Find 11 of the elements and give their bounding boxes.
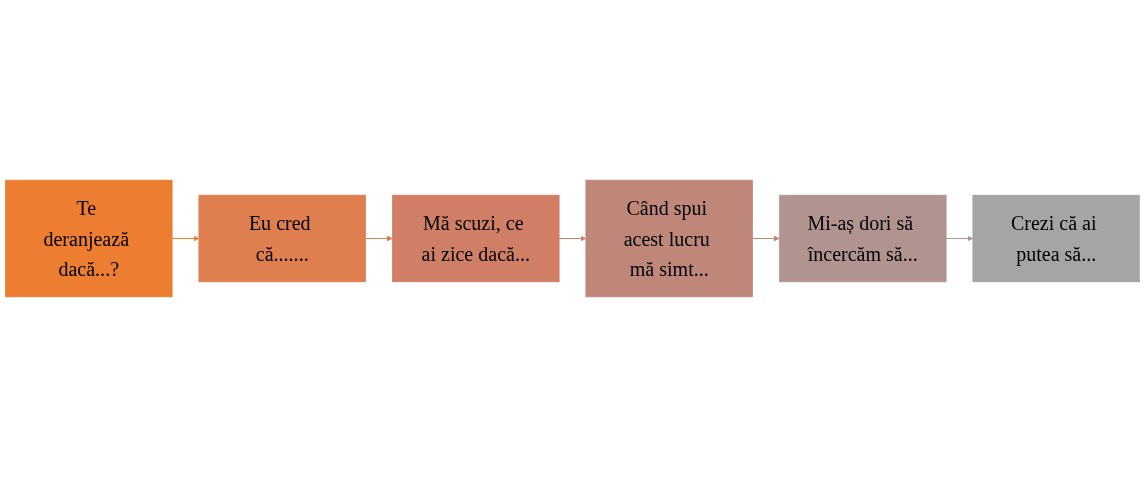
arrow [558, 235, 587, 242]
node-box: Mi-aș dori să încercăm să... [779, 194, 947, 283]
node-box: Crezi că ai putea să... [972, 194, 1140, 283]
node-box: Când spui acest lucru mă simt... [585, 179, 753, 298]
arrow [945, 235, 974, 242]
arrow [171, 235, 200, 242]
node-box: Mă scuzi, ce ai zice dacă... [392, 194, 560, 283]
arrow [365, 235, 393, 242]
node-box: Te deranjează dacă...? [5, 179, 173, 298]
node-box: Eu cred că....... [198, 194, 366, 283]
arrow [752, 235, 780, 242]
